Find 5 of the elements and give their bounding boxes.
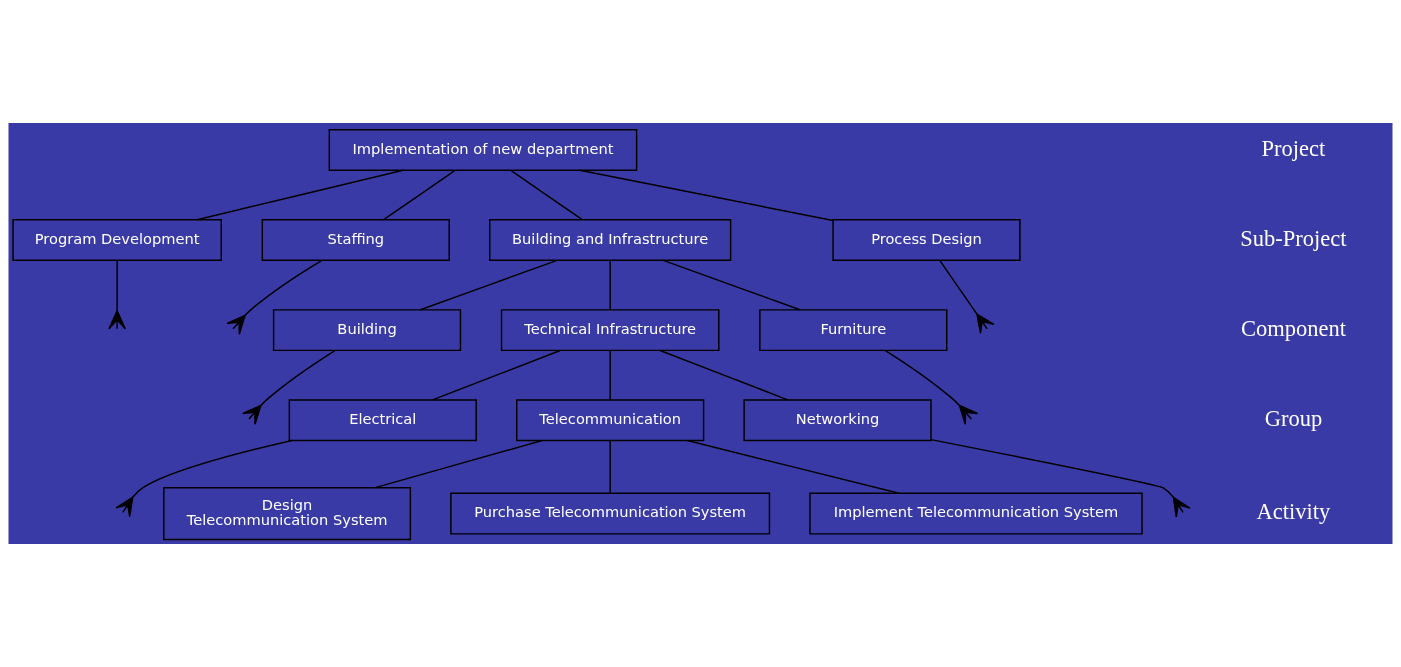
label: Activity <box>1256 499 1331 525</box>
label: Group <box>1264 405 1323 431</box>
label: Project <box>1261 135 1326 161</box>
label: Component <box>1240 315 1346 341</box>
label: Sub-Project <box>1240 225 1347 251</box>
